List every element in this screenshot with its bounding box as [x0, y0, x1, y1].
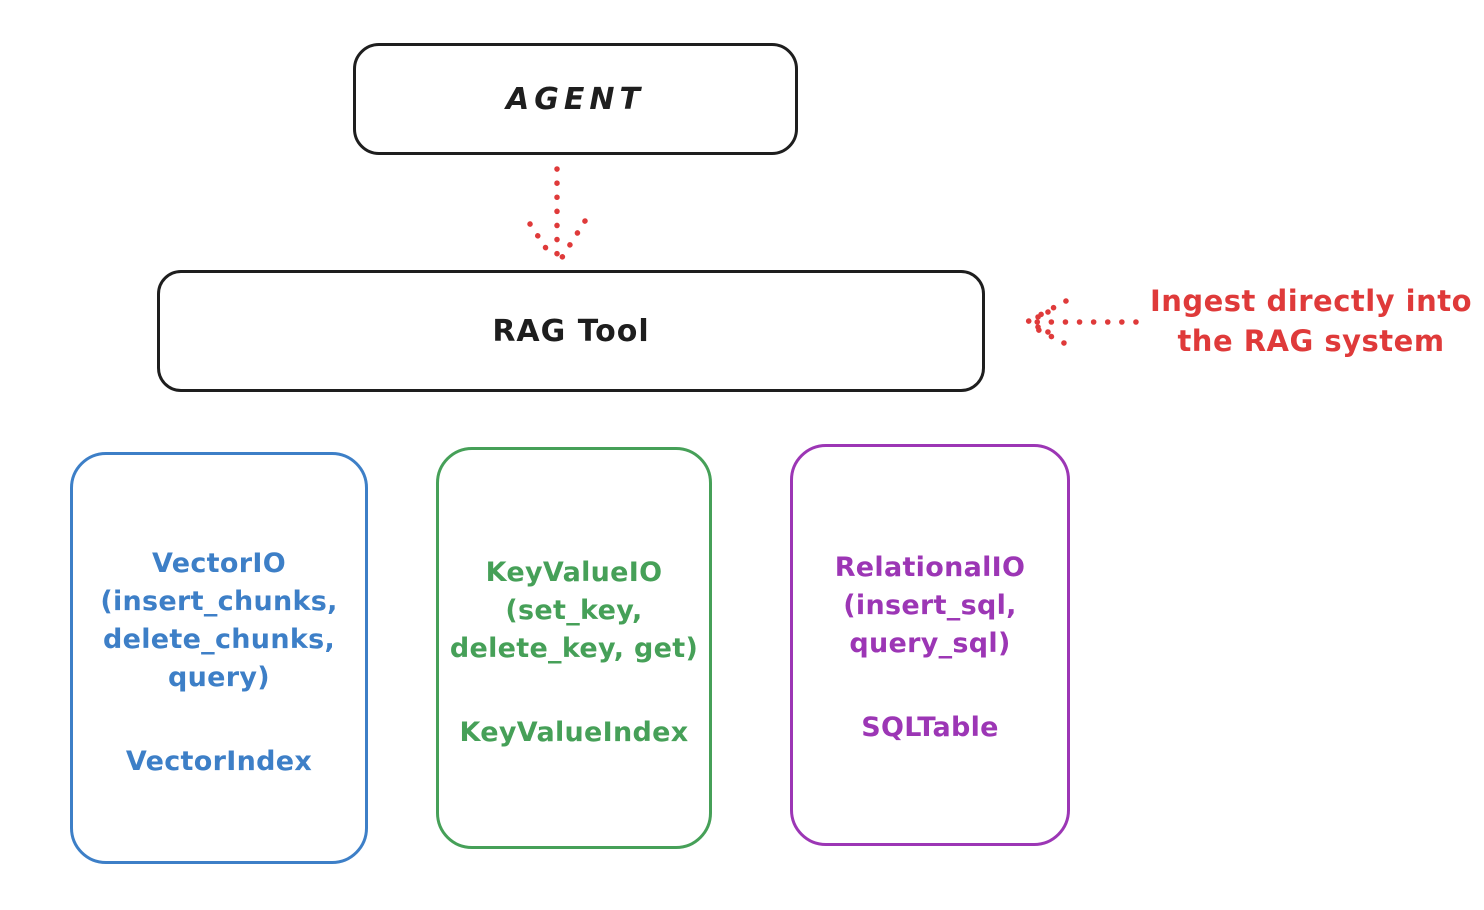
relationalio-index-label: SQLTable	[861, 712, 999, 743]
vectorio-methods-line: query)	[168, 662, 270, 693]
relationalio-box: RelationalIO (insert_sql, query_sql) SQL…	[790, 444, 1070, 846]
relationalio-methods-line: query_sql)	[849, 628, 1011, 659]
vectorio-box: VectorIO (insert_chunks, delete_chunks, …	[70, 452, 368, 864]
ingest-annotation-line2: the RAG system	[1177, 324, 1445, 358]
ingest-annotation-line1: Ingest directly into	[1149, 284, 1473, 318]
keyvalueio-box: KeyValueIO (set_key, delete_key, get) Ke…	[436, 447, 712, 849]
keyvalueio-methods-line: (set_key,	[505, 595, 643, 626]
relationalio-methods-line: (insert_sql,	[843, 590, 1017, 621]
keyvalueio-methods-line: delete_key, get)	[449, 633, 699, 664]
agent-box: AGENT	[353, 43, 798, 155]
ingest-annotation: Ingest directly into the RAG system	[1138, 281, 1484, 361]
agent-to-ragtool-arrow	[527, 166, 588, 266]
agent-label: AGENT	[506, 81, 645, 117]
vectorio-title: VectorIO	[152, 548, 286, 579]
vectorio-methods-line: (insert_chunks,	[100, 586, 338, 617]
vectorio-index-label: VectorIndex	[125, 746, 313, 777]
rag-tool-label: RAG Tool	[492, 313, 650, 349]
relationalio-title: RelationalIO	[834, 552, 1026, 583]
keyvalueio-title: KeyValueIO	[485, 557, 663, 588]
rag-tool-box: RAG Tool	[157, 270, 985, 392]
keyvalueio-index-label: KeyValueIndex	[459, 717, 689, 748]
vectorio-methods-line: delete_chunks,	[102, 624, 336, 655]
ingest-into-ragtool-arrow	[1024, 298, 1139, 346]
